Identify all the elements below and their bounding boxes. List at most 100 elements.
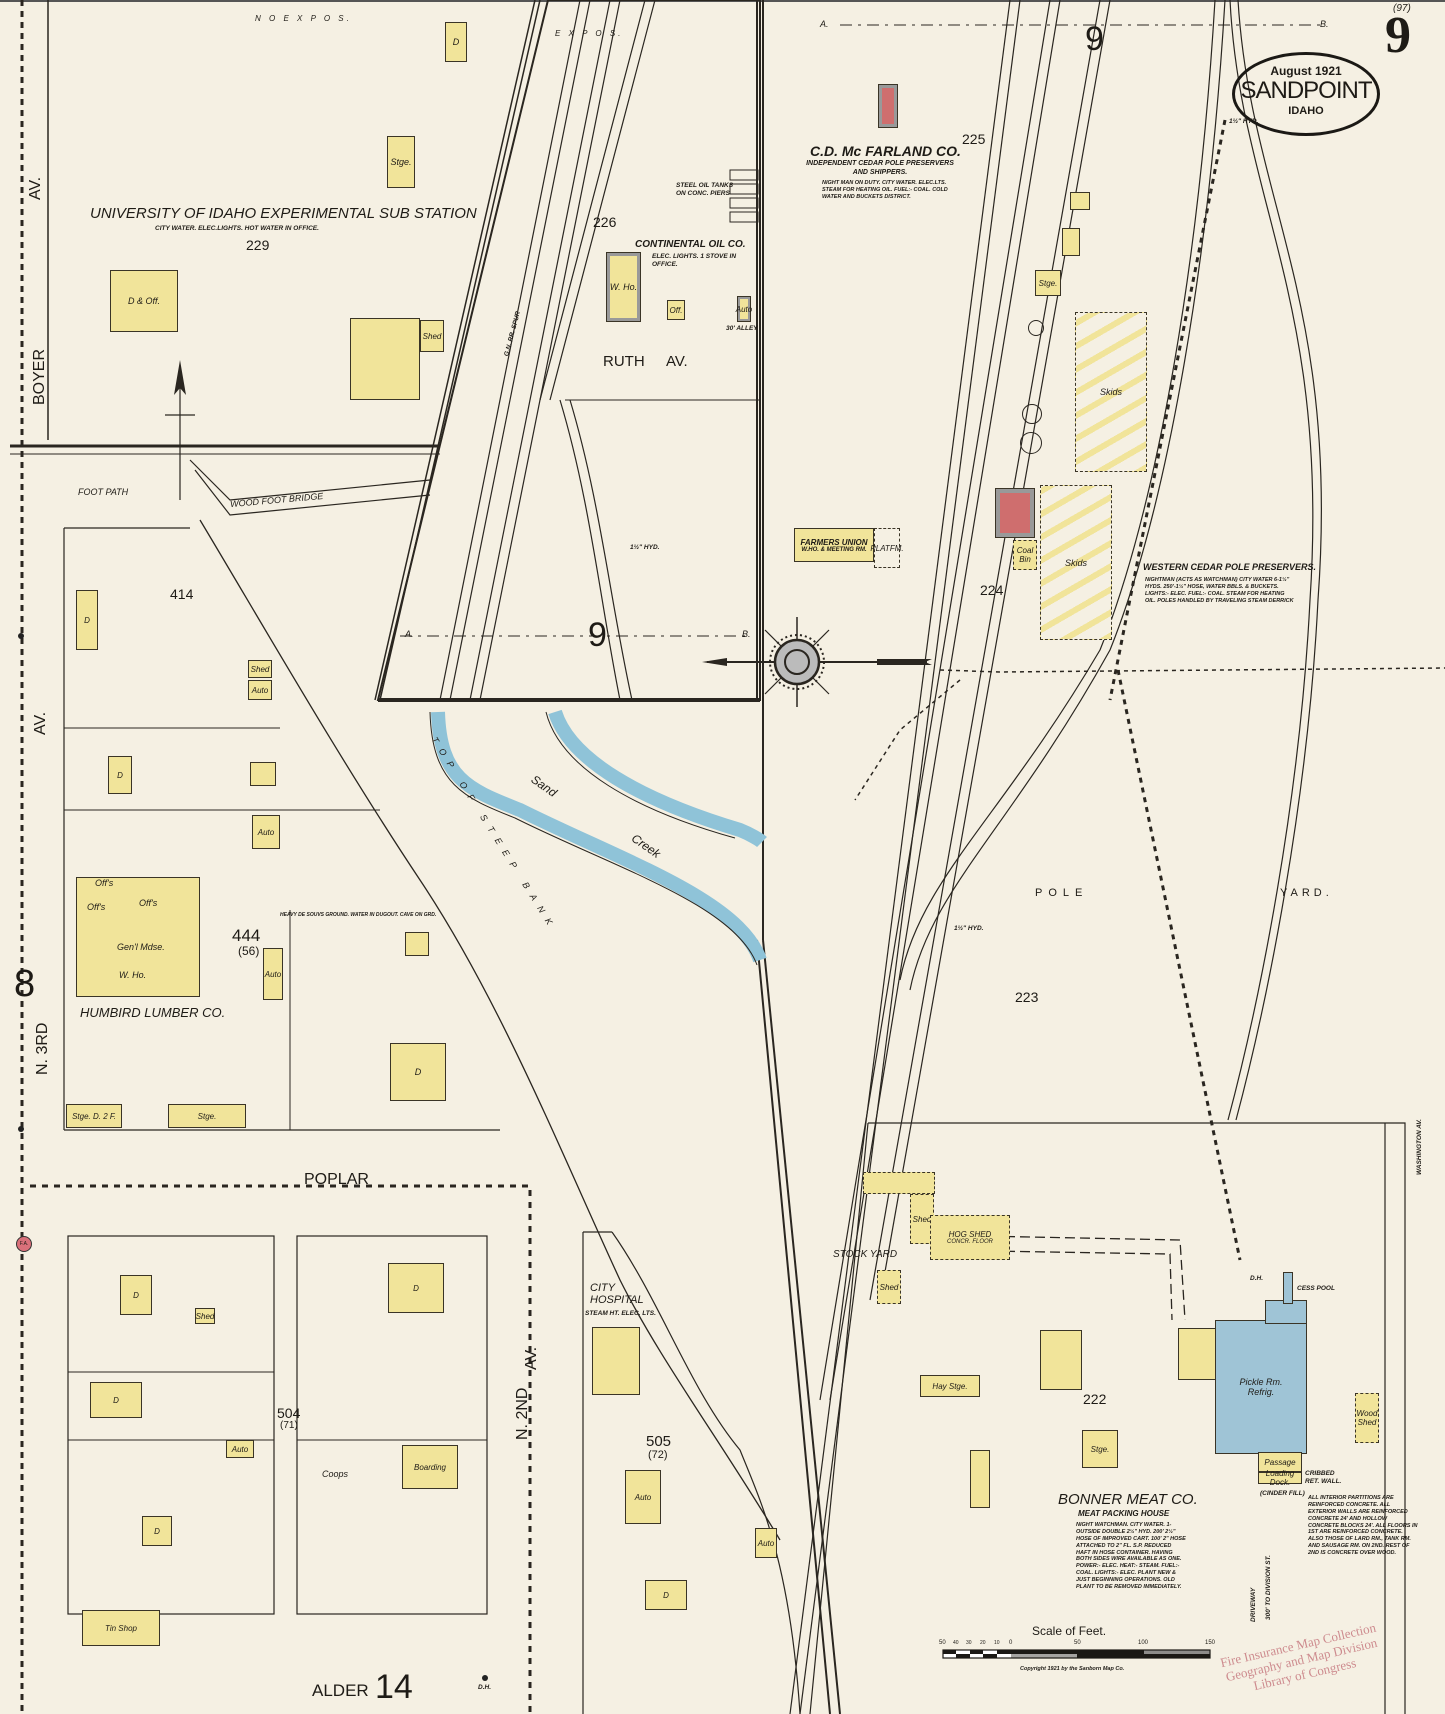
building-dwelling: D — [388, 1263, 444, 1313]
cold-tank — [1028, 320, 1044, 336]
scale-tick: 10 — [994, 1640, 1000, 1646]
bonner-meat-sub: MEAT PACKING HOUSE — [1078, 1509, 1170, 1518]
city-name: SANDPOINT — [1240, 77, 1372, 104]
section-b-marker-mid: B. — [742, 629, 751, 639]
western-cedar-name: WESTERN CEDAR POLE PRESERVERS. — [1143, 562, 1317, 572]
hydrant-label: 1½" HYD. — [954, 925, 984, 932]
building-d-stge: Stge. — [1082, 1430, 1118, 1468]
building-lunch — [1062, 228, 1080, 256]
humbird-office-1: Off's — [87, 902, 106, 912]
building-hay-stge: Hay Stge. — [920, 1375, 980, 1397]
hydrant-label: 1½" HYD. — [630, 544, 660, 551]
building-auto: Auto — [252, 815, 280, 849]
building-off — [1070, 192, 1090, 210]
humbird-office-2: Off's — [139, 898, 158, 908]
scale-bar — [942, 1649, 1211, 1659]
hog-shed-floor: CONCR. FLOOR — [946, 1239, 993, 1245]
map-date: August 1921 — [1270, 64, 1342, 78]
farmers-union-building: FARMERS UNION W.HO. & MEETING RM. — [794, 528, 874, 562]
continental-warehouse: W. Ho. — [606, 252, 641, 322]
state-name: IDAHO — [1288, 105, 1324, 117]
building-barn — [350, 318, 420, 400]
univ-idaho-note: CITY WATER. ELEC.LIGHTS. HOT WATER IN OF… — [155, 225, 319, 232]
building-stge: Stge. — [387, 136, 415, 188]
block-505: 505 — [646, 1433, 672, 1450]
scale-tick: 30 — [966, 1640, 972, 1646]
hydrant-marker — [18, 1126, 24, 1132]
dh-label: D.H. — [1250, 1275, 1263, 1282]
creosote-tank — [1020, 432, 1042, 454]
building-barn-small — [405, 932, 429, 956]
building-auto: Auto — [226, 1440, 254, 1458]
building-shed: Shed — [248, 660, 272, 678]
hydrant-marker — [18, 633, 24, 639]
block-444-sub: (56) — [238, 944, 260, 958]
dh-marker: D.H. — [478, 1684, 491, 1691]
hog-shed-label: HOG SHED — [948, 1230, 992, 1239]
fire-alarm-box: F.A. — [16, 1236, 32, 1252]
street-n3rd-av: AV. — [32, 711, 49, 735]
bonner-main-plant: Pickle Rm. Refrig. — [1215, 1320, 1307, 1454]
block-224: 224 — [980, 582, 1004, 598]
farmers-union-name: FARMERS UNION — [800, 537, 868, 547]
block-504-sub: (71) — [280, 1420, 298, 1431]
pole-yard-label-1: POLE — [1035, 887, 1089, 899]
scale-tick: 50 — [939, 1640, 946, 1646]
hospital-building — [592, 1327, 640, 1395]
cess-pool — [1283, 1272, 1293, 1304]
building-ren-ho — [970, 1450, 990, 1508]
street-n2nd-av: AV. — [523, 1346, 540, 1370]
building-d-and-off: D & Off. — [110, 270, 178, 332]
copyright: Copyright 1921 by the Sanborn Map Co. — [1020, 1666, 1125, 1672]
refrig-room: Refrig. — [1247, 1387, 1275, 1397]
block-414: 414 — [170, 586, 194, 602]
street-n2nd: N. 2ND — [514, 1387, 531, 1440]
hospital-name: CITY HOSPITAL — [590, 1282, 644, 1307]
adjoining-sheet-9-mid: 9 — [588, 616, 607, 654]
block-222: 222 — [1083, 1391, 1107, 1407]
platform: PLATFM. — [870, 528, 904, 568]
street-n3rd: N. 3RD — [34, 1022, 51, 1075]
continental-oil-name: CONTINENTAL OIL CO. — [635, 239, 746, 250]
block-229: 229 — [246, 237, 270, 253]
building-dwelling: D — [390, 1043, 446, 1101]
oil-tanks — [729, 169, 759, 223]
continental-auto: Auto — [736, 296, 752, 322]
building-dwelling: D — [120, 1275, 152, 1315]
building-auto: Auto — [248, 680, 272, 700]
building-shed: Shed — [420, 320, 444, 352]
cess-pool-label: CESS POOL — [1297, 1285, 1335, 1292]
building-dwelling: D — [76, 590, 98, 650]
scale-title: Scale of Feet. — [1032, 1624, 1107, 1638]
hospital-note: STEAM HT. ELEC. LTS. — [585, 1310, 656, 1317]
building-out — [250, 762, 276, 786]
building-dwelling: D — [445, 22, 467, 62]
street-boyer: BOYER — [31, 348, 48, 405]
oil-tanks-note: STEEL OIL TANKS ON CONC. PIERS — [676, 182, 734, 198]
mcfarland-note: NIGHT MAN ON DUTY. CITY WATER. ELEC.LTS.… — [822, 180, 948, 200]
scale-tick: 100 — [1138, 1640, 1149, 1646]
block-226: 226 — [593, 214, 617, 230]
building-stge-d: Stge. D. 2 F. — [66, 1104, 122, 1128]
treating-building — [995, 488, 1035, 538]
street-poplar: POPLAR — [304, 1171, 369, 1188]
scale-tick: 0 — [1009, 1640, 1013, 1646]
humbird-main-building: Gen'l Mdse. W. Ho. Off's Off's Off's — [76, 877, 200, 997]
building-auto: Auto — [755, 1528, 777, 1558]
expos-label: E X P O S. — [555, 29, 624, 38]
scale-tick: 20 — [980, 1640, 986, 1646]
building-boarding: Boarding — [402, 1445, 458, 1489]
block-444: 444 — [232, 926, 261, 945]
building-stge-c: Stge. — [1035, 270, 1061, 296]
street-ruth: RUTH — [603, 353, 645, 370]
univ-idaho-name: UNIVERSITY OF IDAHO EXPERIMENTAL SUB STA… — [90, 205, 477, 222]
mcfarland-name: C.D. Mc FARLAND CO. — [810, 143, 961, 159]
building-auto-d: Auto — [625, 1470, 661, 1524]
block-223: 223 — [1015, 989, 1039, 1005]
building-dwelling: D — [108, 756, 132, 794]
driveway-label: DRIVEWAY — [1250, 1587, 1257, 1622]
building-shed-top — [863, 1172, 935, 1194]
humbird-warehouse: W. Ho. — [119, 970, 147, 980]
